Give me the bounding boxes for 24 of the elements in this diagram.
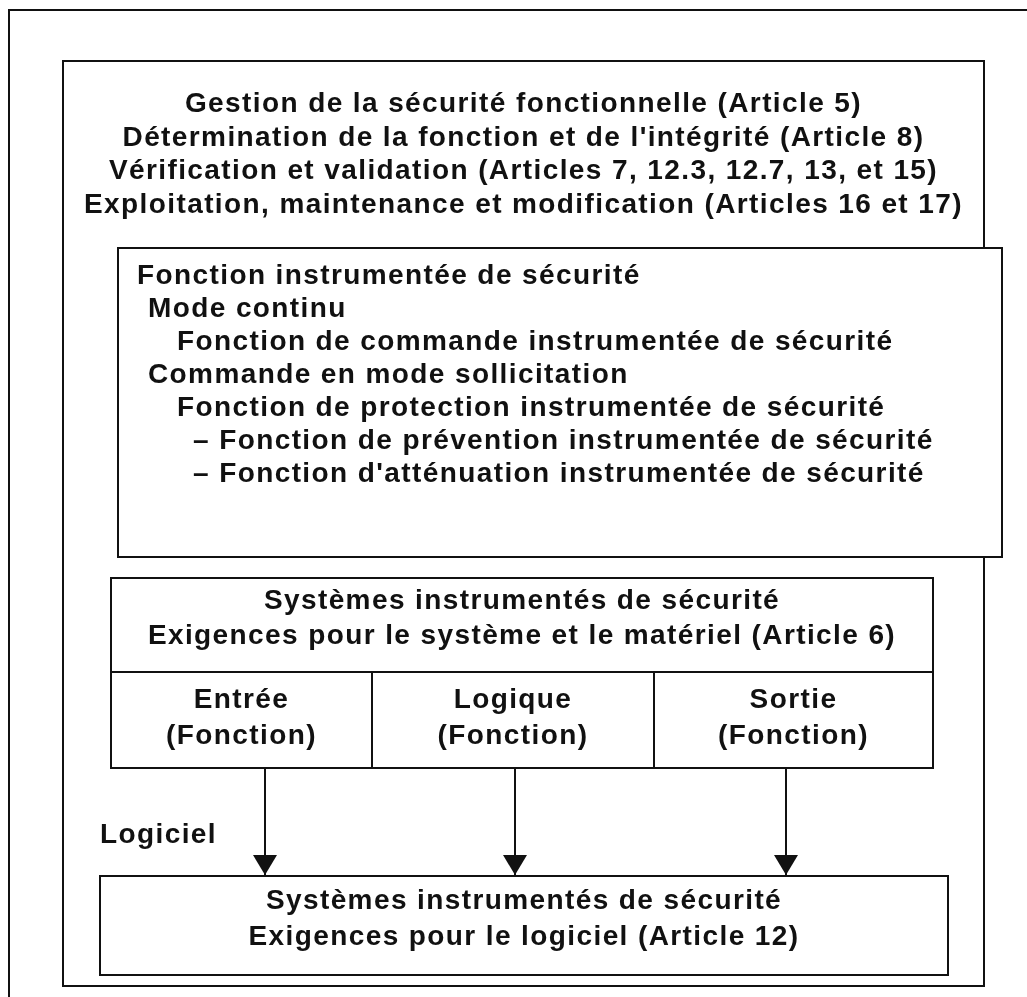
list-item-text: – Fonction de prévention instrumentée de sécurité xyxy=(193,423,934,457)
body-text: Exigences pour le système et le matériel (Article 6) xyxy=(146,618,898,652)
heading-text: Entrée (Fonction) xyxy=(165,682,318,752)
system-box xyxy=(110,577,934,769)
heading-text: Systèmes instrumentés de sécurité xyxy=(262,583,782,617)
arrow xyxy=(503,768,527,876)
list-item-text: Commande en mode sollicitation xyxy=(148,357,629,391)
heading-text: Logique (Fonction) xyxy=(436,682,590,752)
body-text: Exigences pour le logiciel (Article 12) xyxy=(247,919,801,953)
list-item-text: Fonction de protection instrumentée de sécurité xyxy=(177,390,886,424)
side-label: Logiciel xyxy=(100,817,217,851)
list-item-text: – Fonction d'atténuation instrumentée de sécurité xyxy=(193,456,925,490)
body-text: Détermination de la fonction et de l'intégrité (Article 8) xyxy=(121,119,926,154)
list-item-text: Mode continu xyxy=(148,291,347,325)
heading-text: Systèmes instrumentés de sécurité xyxy=(264,883,784,917)
body-text: Vérification et validation (Articles 7, 12.3, 12.7, 13, et 15) xyxy=(107,153,940,187)
arrow xyxy=(774,768,798,876)
software-box xyxy=(99,875,949,976)
arrow xyxy=(253,768,277,876)
heading-text: Sortie (Fonction) xyxy=(717,682,870,752)
body-text: Exploitation, maintenance et modification (Articles 16 et 17) xyxy=(83,186,964,221)
heading-text: Gestion de la sécurité fonctionnelle (Article 5) xyxy=(183,86,864,120)
list-item-text: Fonction de commande instrumentée de sécurité xyxy=(177,324,894,358)
list-item-text: Fonction instrumentée de sécurité xyxy=(137,258,641,292)
